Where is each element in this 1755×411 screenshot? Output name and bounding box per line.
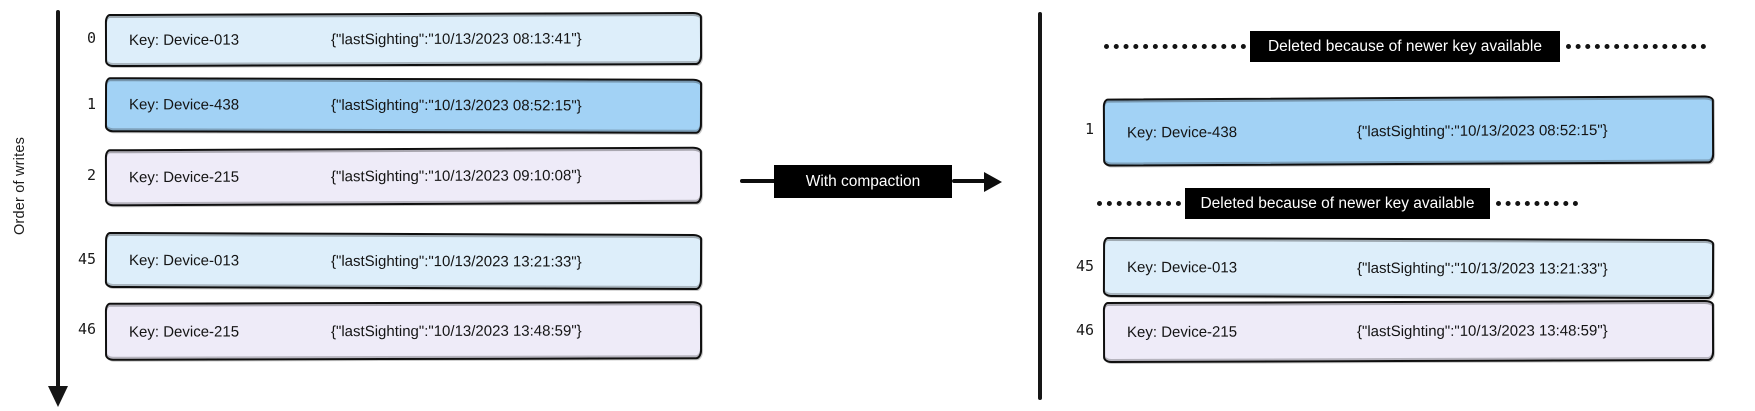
row-index: 45 — [77, 250, 96, 268]
row-index: 46 — [1075, 320, 1094, 339]
row-index: 45 — [1075, 257, 1094, 275]
row-value: {"lastSighting":"10/13/2023 13:48:59"} — [330, 322, 582, 340]
with-compaction-badge: With compaction — [774, 165, 952, 198]
dotted-line — [1566, 44, 1706, 49]
deleted-banner-label: Deleted because of newer key available — [1267, 37, 1542, 55]
dotted-line — [1097, 201, 1181, 206]
row-value: {"lastSighting":"10/13/2023 13:21:33"} — [330, 252, 582, 271]
dotted-line — [1104, 44, 1246, 49]
compaction-arrow-line — [740, 179, 776, 183]
row-key: Key: Device-013 — [1126, 258, 1238, 276]
row-key: Key: Device-215 — [128, 168, 240, 187]
compacted-log-axis-line — [1038, 12, 1042, 400]
deleted-banner: Deleted because of newer key available — [1185, 188, 1490, 219]
order-of-writes-label: Order of writes — [12, 136, 28, 236]
order-of-writes-axis-line — [56, 10, 60, 388]
row-key: Key: Device-215 — [1126, 323, 1238, 341]
with-compaction-label: With compaction — [805, 172, 921, 190]
row-index: 2 — [86, 165, 96, 184]
deleted-banner: Deleted because of newer key available — [1250, 31, 1560, 62]
log-row: Key: Device-215 {"lastSighting":"10/13/2… — [104, 146, 703, 207]
row-key: Key: Device-438 — [1126, 123, 1238, 141]
row-key: Key: Device-215 — [128, 322, 240, 341]
row-key: Key: Device-013 — [128, 251, 240, 269]
row-value: {"lastSighting":"10/13/2023 13:21:33"} — [1356, 259, 1608, 278]
deleted-banner-label: Deleted because of newer key available — [1200, 194, 1475, 212]
log-row: Key: Device-013 {"lastSighting":"10/13/2… — [1102, 236, 1715, 300]
log-row: Key: Device-013 {"lastSighting":"10/13/2… — [104, 231, 703, 291]
row-index: 0 — [86, 28, 96, 47]
row-value: {"lastSighting":"10/13/2023 09:10:08"} — [330, 167, 582, 186]
row-key: Key: Device-013 — [128, 31, 240, 49]
row-value: {"lastSighting":"10/13/2023 08:52:15"} — [330, 96, 582, 115]
row-index: 46 — [77, 320, 96, 338]
compaction-arrow-line — [952, 179, 986, 183]
arrow-down-icon — [48, 386, 68, 407]
log-row: Key: Device-438 {"lastSighting":"10/13/2… — [1102, 95, 1715, 167]
log-row: Key: Device-215 {"lastSighting":"10/13/2… — [1102, 299, 1715, 364]
log-row: Key: Device-013 {"lastSighting":"10/13/2… — [104, 11, 703, 68]
row-index: 1 — [86, 94, 96, 113]
row-index: 1 — [1084, 120, 1094, 138]
row-value: {"lastSighting":"10/13/2023 13:48:59"} — [1356, 322, 1608, 341]
log-row: Key: Device-215 {"lastSighting":"10/13/2… — [104, 301, 703, 361]
row-value: {"lastSighting":"10/13/2023 08:52:15"} — [1356, 121, 1608, 140]
log-row: Key: Device-438 {"lastSighting":"10/13/2… — [104, 77, 703, 134]
row-key: Key: Device-438 — [128, 96, 240, 114]
dotted-line — [1496, 201, 1578, 206]
row-value: {"lastSighting":"10/13/2023 08:13:41"} — [330, 30, 582, 49]
arrow-right-icon — [984, 171, 1002, 192]
